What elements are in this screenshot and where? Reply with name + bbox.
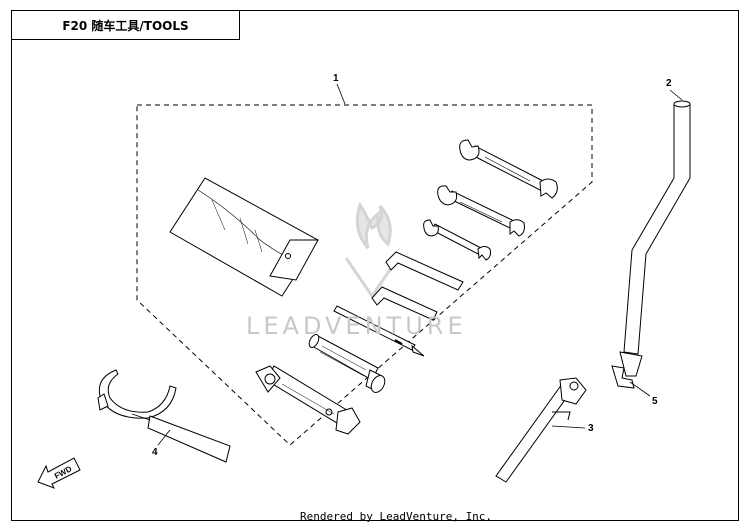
footer-credit: Rendered by LeadVenture, Inc. bbox=[300, 510, 493, 523]
screwdriver-shaft bbox=[333, 305, 425, 357]
leader-line-5 bbox=[629, 381, 651, 397]
leader-line-4 bbox=[157, 429, 171, 446]
leader-line-1 bbox=[336, 83, 346, 105]
hook-spanner-wrench bbox=[97, 369, 231, 463]
watermark-text: LEADVENTURE bbox=[246, 312, 467, 340]
open-end-wrench-medium bbox=[437, 185, 525, 237]
tool-pouch bbox=[169, 177, 319, 297]
diagram-title: F20 随车工具/TOOLS bbox=[11, 10, 240, 40]
pin-spanner-wrench bbox=[495, 377, 587, 483]
tool-kit-boundary bbox=[136, 104, 593, 446]
fwd-arrow-icon bbox=[37, 457, 81, 489]
callout-4: 4 bbox=[152, 447, 158, 458]
screwdriver-handle bbox=[308, 334, 386, 393]
leader-line-2 bbox=[669, 89, 683, 101]
leader-line-3 bbox=[551, 425, 586, 429]
callout-3: 3 bbox=[588, 423, 594, 434]
hex-key-small bbox=[371, 286, 438, 321]
callout-2: 2 bbox=[666, 78, 672, 89]
diagram-frame bbox=[11, 10, 739, 521]
leadventure-logo-watermark bbox=[344, 201, 400, 299]
open-end-wrench-small bbox=[423, 219, 491, 261]
hex-key-large bbox=[385, 251, 464, 291]
extension-tube bbox=[611, 100, 691, 389]
box-socket-wrench bbox=[255, 365, 361, 435]
callout-5: 5 bbox=[652, 396, 658, 407]
open-end-wrench-large bbox=[459, 139, 558, 199]
callout-1: 1 bbox=[333, 73, 339, 84]
